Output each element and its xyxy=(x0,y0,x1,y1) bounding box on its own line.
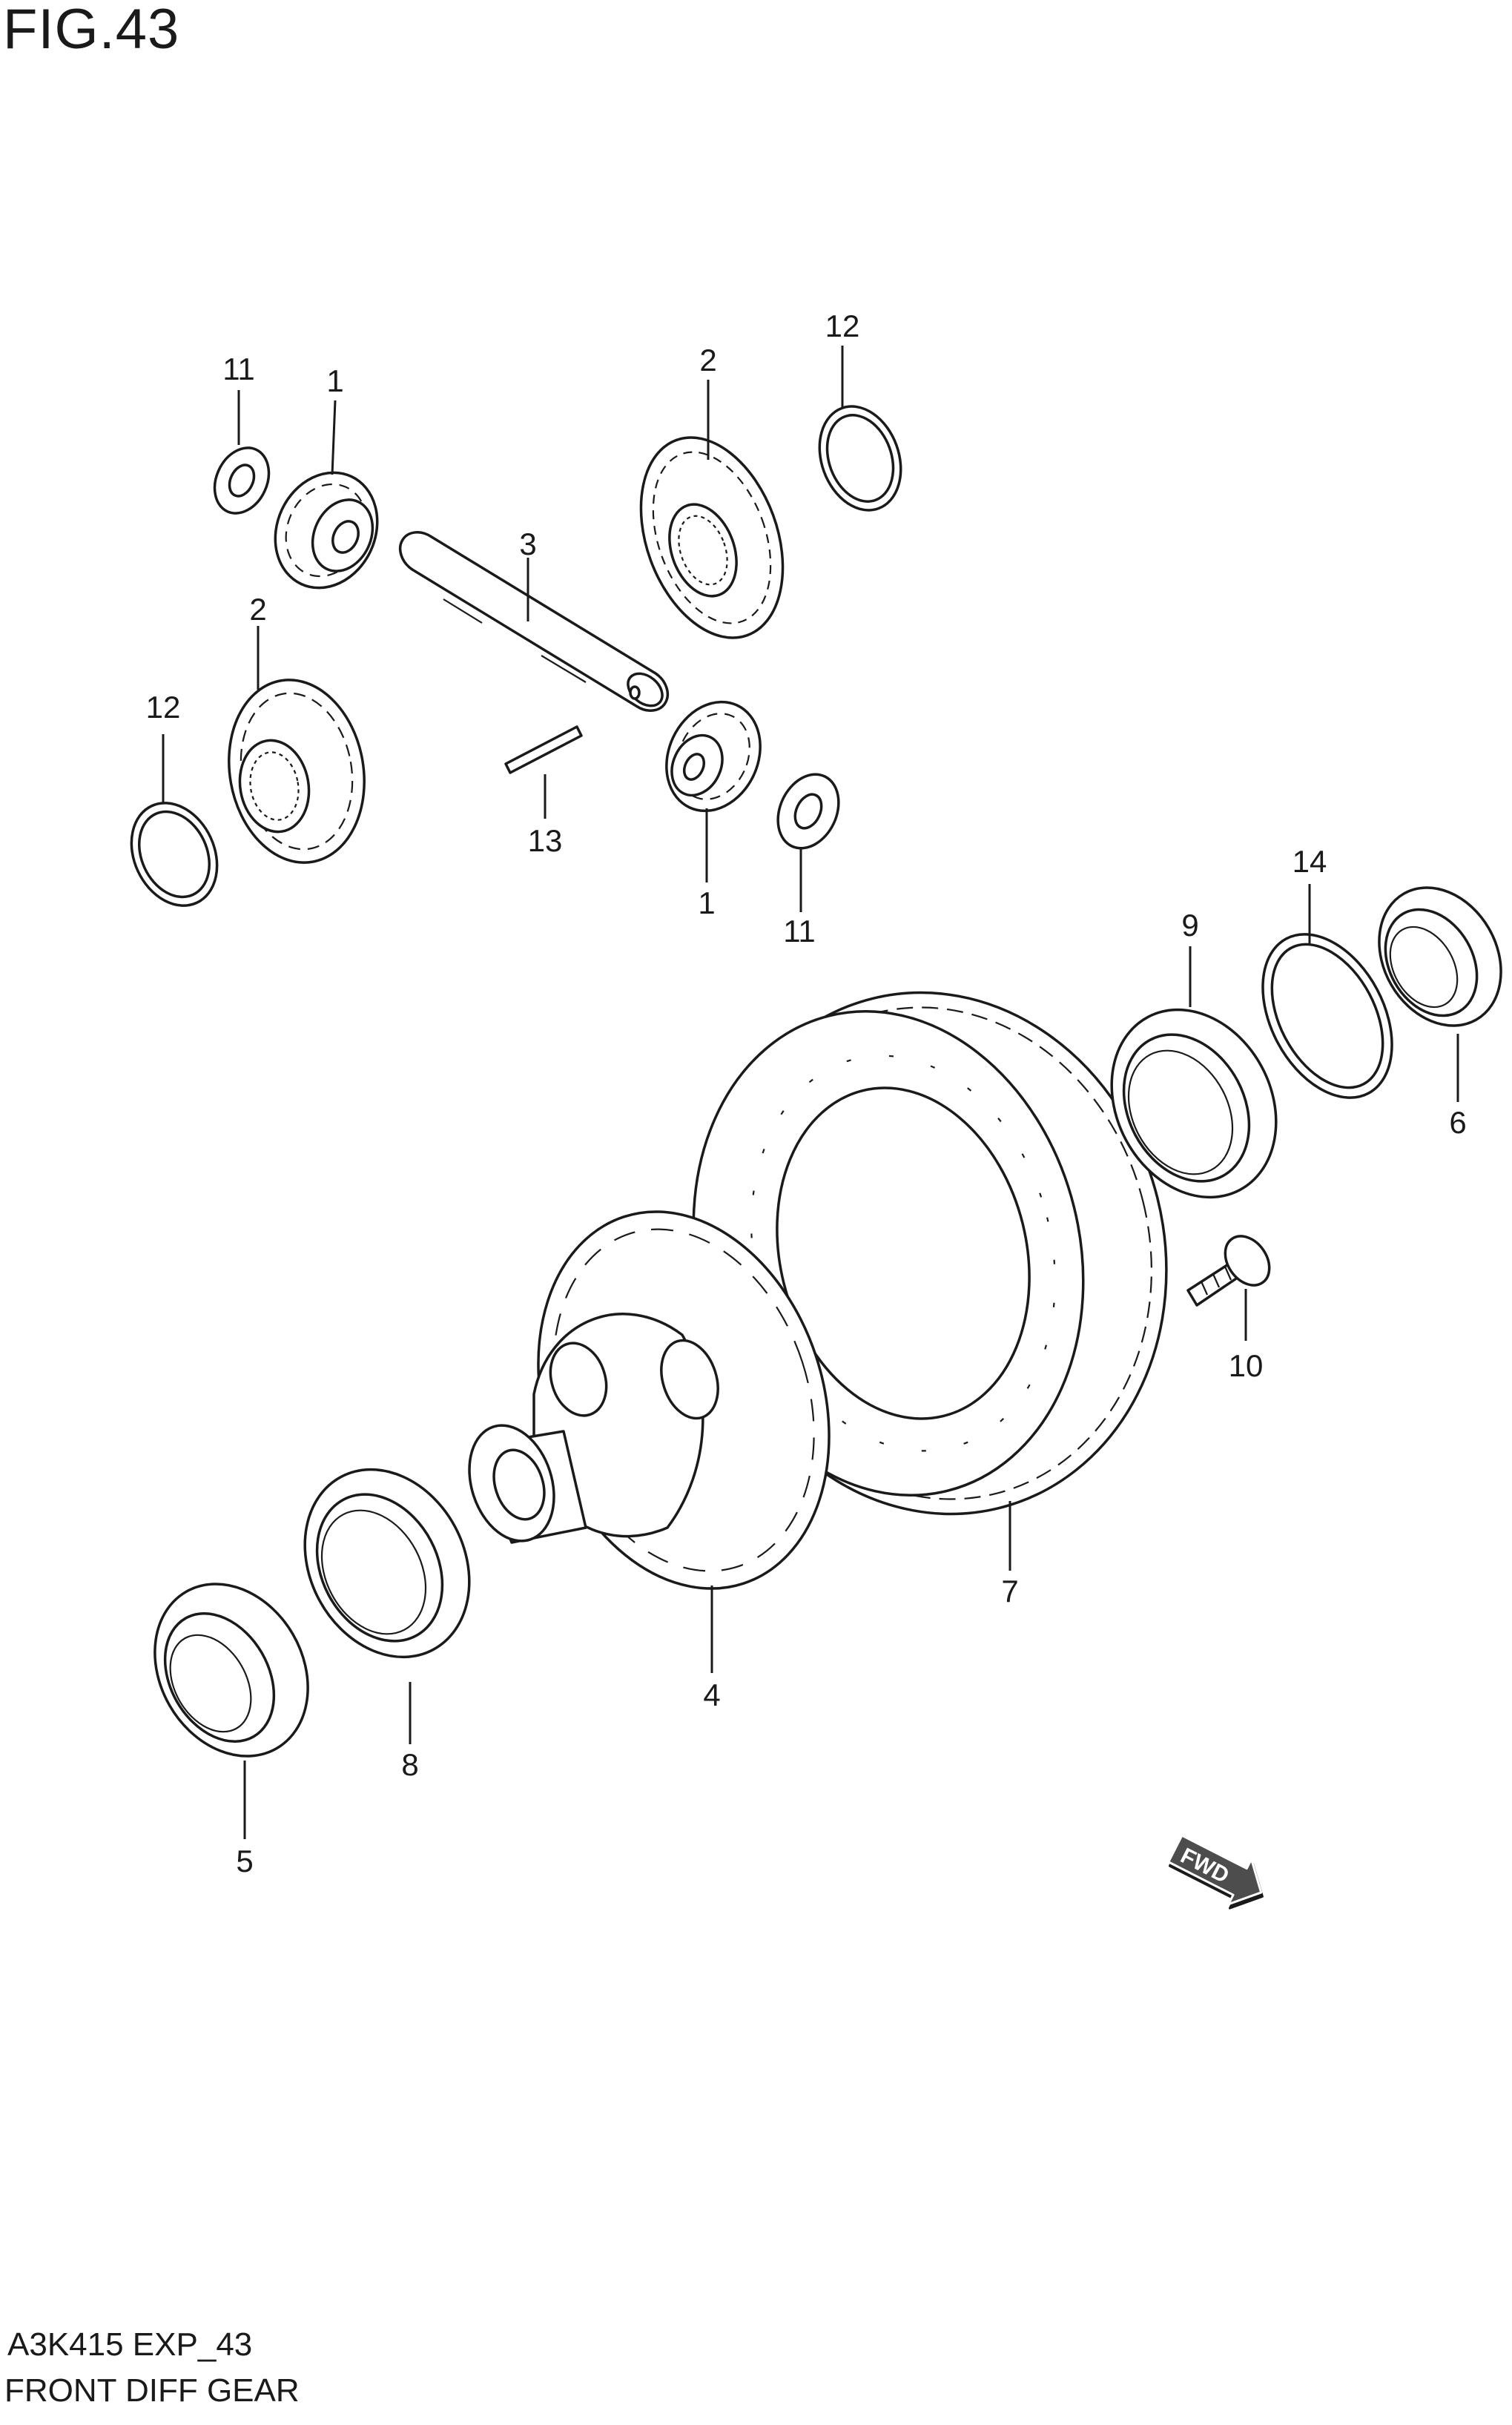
figure-title: FIG.43 xyxy=(3,0,180,61)
callout-8: 8 xyxy=(401,1747,418,1782)
callout-6: 6 xyxy=(1449,1105,1466,1140)
oil-seal-6 xyxy=(1378,886,1502,1027)
callout-12-lower: 12 xyxy=(146,690,181,725)
bearing-8 xyxy=(303,1468,471,1659)
callout-2-upper: 2 xyxy=(699,343,716,377)
diagram-code: A3K415 EXP_43 xyxy=(7,2326,253,2363)
callout-1-upper: 1 xyxy=(326,363,343,398)
washer-11-upper xyxy=(213,446,271,515)
pinion-gear-1-upper xyxy=(274,471,379,590)
oil-seal-5 xyxy=(153,1583,309,1758)
side-gear-2-upper xyxy=(639,436,785,639)
pin-13 xyxy=(504,725,583,774)
forward-arrow-icon: FWD xyxy=(1167,1834,1264,1910)
callout-11-upper: 11 xyxy=(222,352,255,386)
callout-4: 4 xyxy=(703,1677,720,1712)
callout-13: 13 xyxy=(528,823,563,858)
callout-12-upper: 12 xyxy=(825,309,860,343)
shim-14 xyxy=(1261,933,1393,1099)
callout-10: 10 xyxy=(1229,1348,1264,1383)
diagram-name: FRONT DIFF GEAR xyxy=(4,2372,300,2409)
callout-11-lower: 11 xyxy=(783,914,816,948)
callout-numbers: 11 1 2 12 3 2 12 13 1 11 14 9 6 10 7 4 8… xyxy=(146,309,1467,1878)
differential-case-4 xyxy=(468,1210,831,1590)
side-gear-2-lower xyxy=(228,679,366,864)
callout-14: 14 xyxy=(1293,844,1327,879)
washer-11-lower xyxy=(776,773,840,850)
callout-9: 9 xyxy=(1181,908,1198,943)
callout-1-lower: 1 xyxy=(698,885,715,920)
callout-2-lower: 2 xyxy=(249,592,266,627)
shim-12-upper xyxy=(818,405,902,512)
shim-12-lower xyxy=(130,802,219,907)
bolt-10 xyxy=(1186,1235,1271,1307)
callout-3: 3 xyxy=(519,527,536,561)
pinion-gear-1-lower xyxy=(665,700,762,813)
callout-7: 7 xyxy=(1001,1574,1018,1609)
bearing-9 xyxy=(1110,1008,1278,1199)
leader-lines xyxy=(162,346,1459,1839)
pinion-shaft-3 xyxy=(398,531,670,712)
callout-5: 5 xyxy=(236,1844,253,1878)
